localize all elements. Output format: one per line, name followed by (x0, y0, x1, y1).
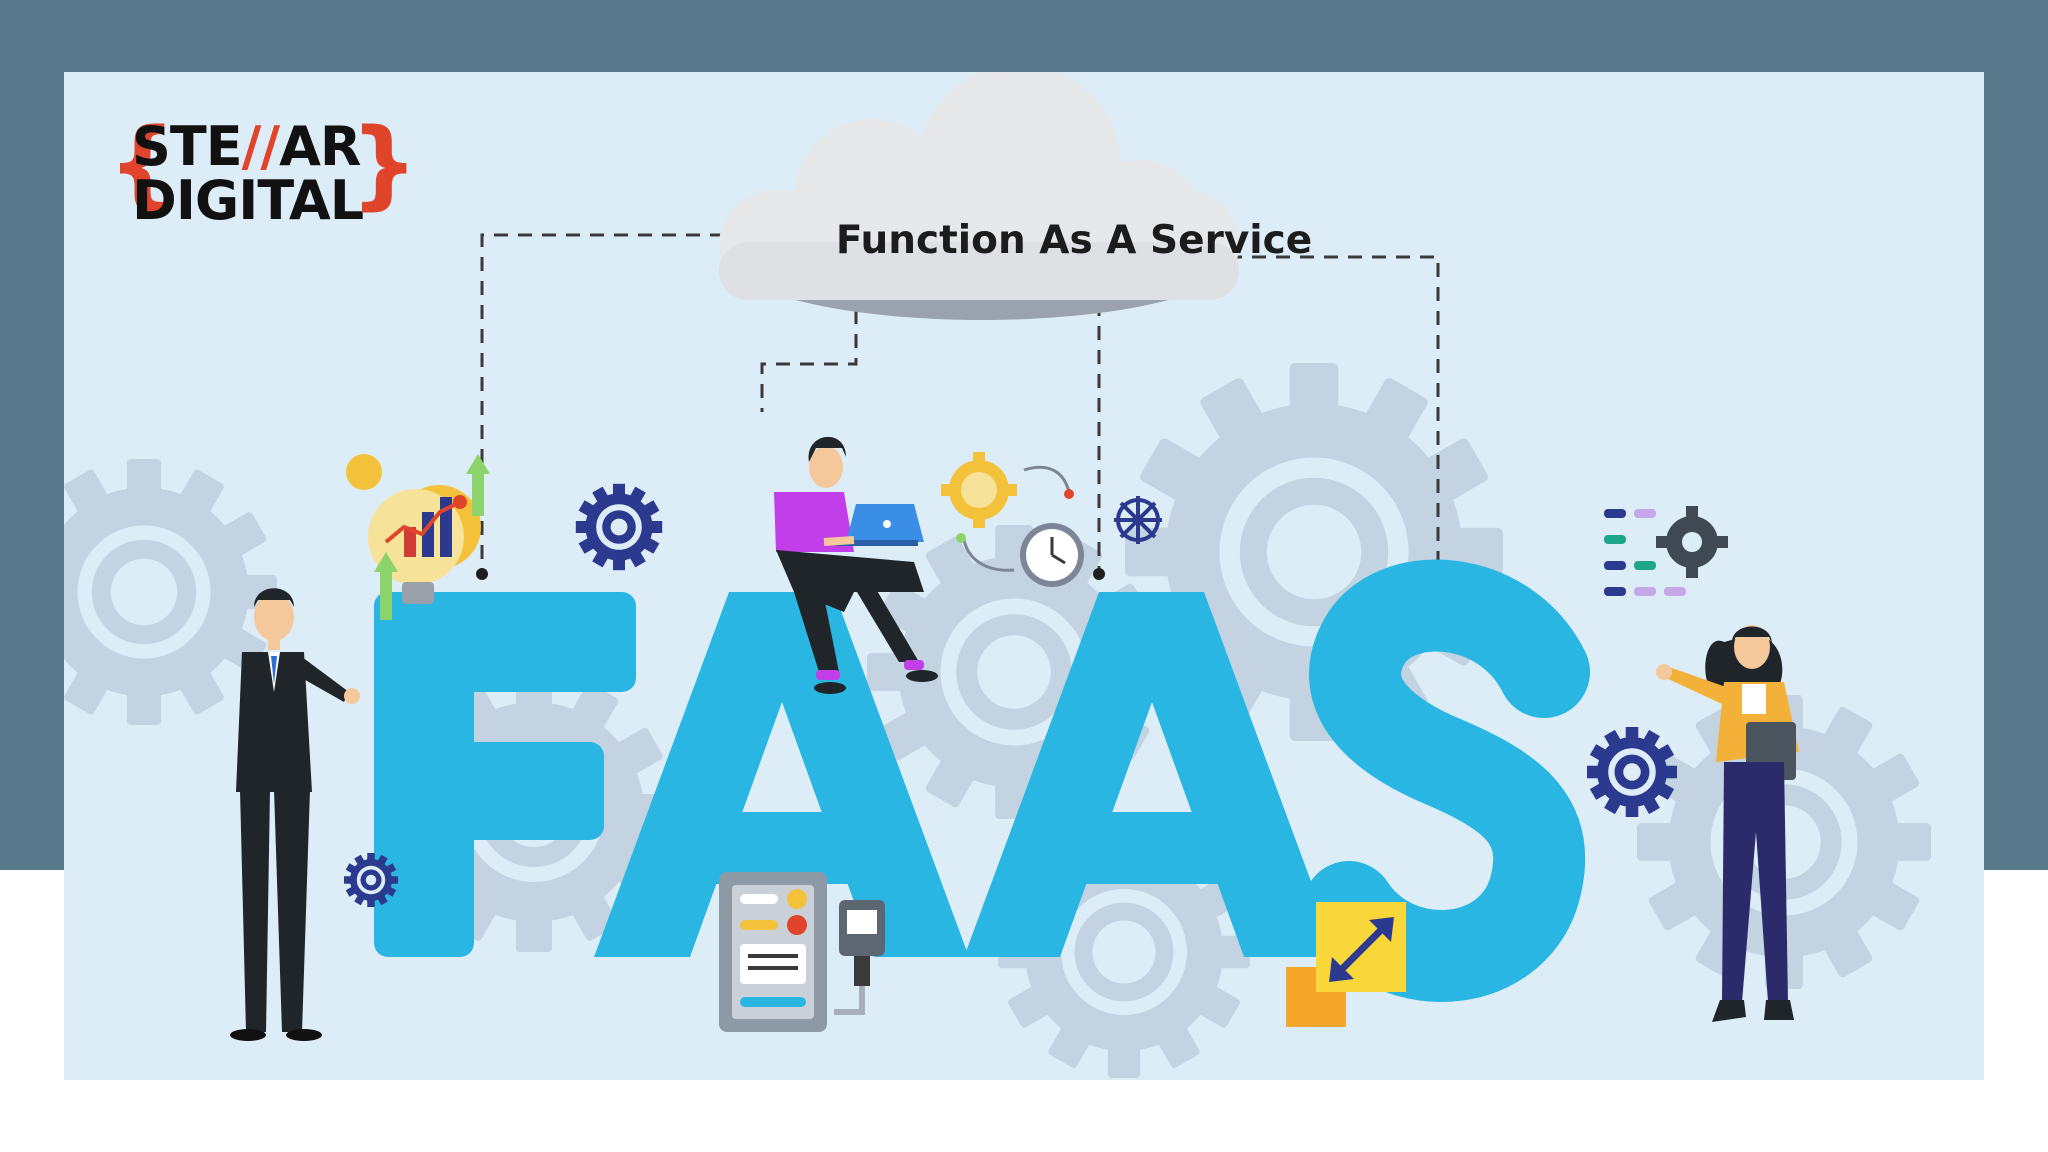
gear-icon (575, 483, 663, 571)
letter-f (374, 592, 636, 957)
laptop-person-icon (774, 436, 938, 694)
cloud-icon (719, 72, 1239, 320)
logo-text-ste: STE (132, 115, 243, 178)
settings-list-icon (1604, 506, 1728, 596)
resize-arrows-icon (1286, 902, 1406, 1027)
sun-gear-icon (941, 452, 1074, 572)
banner-canvas: { STE//AR DIGITAL } Function As A Servic… (64, 72, 1984, 1080)
letter-a-second (964, 592, 1339, 957)
network-icon (1114, 496, 1162, 544)
logo-brace-open: { (108, 108, 177, 220)
logo-line-1: STE//AR (132, 120, 361, 174)
stellar-logo-icon: { STE//AR DIGITAL } (108, 116, 418, 232)
scene-illustration (64, 72, 1931, 1078)
logo-line-2: DIGITAL (132, 169, 364, 232)
faas-letters (374, 559, 1590, 1002)
businesswoman-icon (1656, 625, 1799, 1022)
logo-text-ar: AR (279, 115, 361, 178)
clock-icon (1020, 523, 1084, 587)
logo-brace-close: } (350, 108, 419, 220)
dashed-connectors (480, 233, 1440, 572)
bulb-chart-icon (346, 454, 490, 620)
logo-slash: // (241, 115, 280, 178)
server-panel-icon (719, 872, 885, 1032)
letter-s (1303, 559, 1590, 1002)
gear-icon (1587, 727, 1677, 817)
businessman-icon (230, 588, 360, 1041)
cloud-title: Function As A Service (835, 218, 1313, 263)
